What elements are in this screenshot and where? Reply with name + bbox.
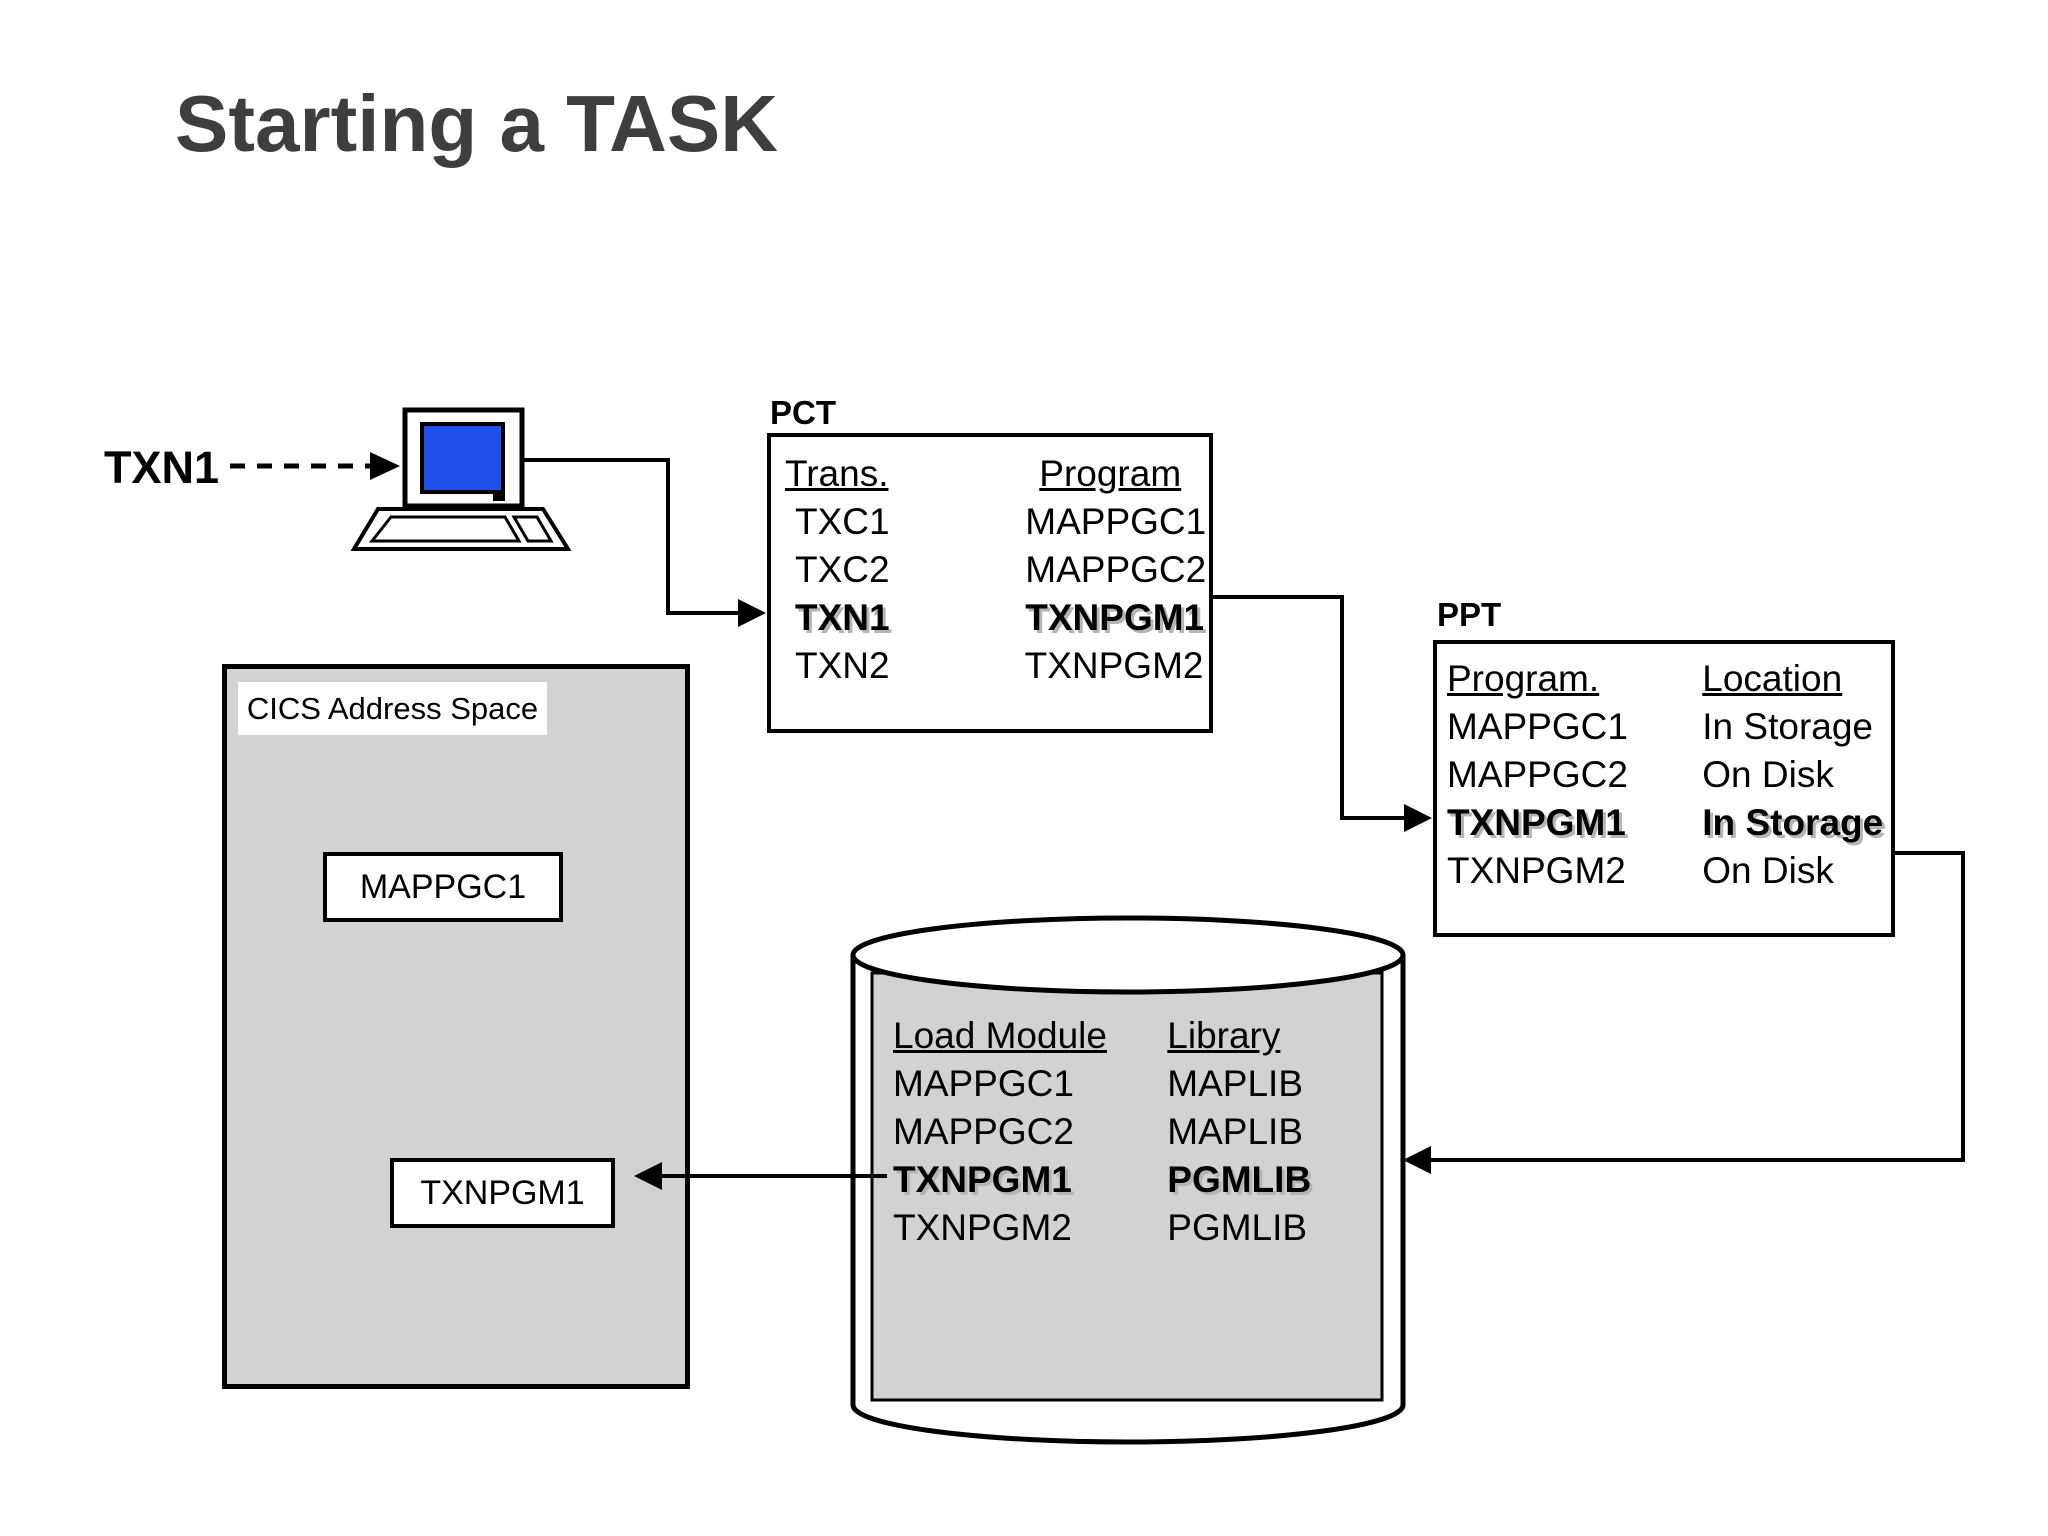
cell-load-module: MAPPGC1 xyxy=(893,1063,1074,1104)
cell-program: TXNPGM2 xyxy=(1447,850,1626,891)
ppt-label: PPT xyxy=(1437,596,1502,633)
cell-program: TXNPGM2 xyxy=(1024,645,1204,686)
cell-program: MAPPGC1 xyxy=(1447,706,1628,747)
cell-trans: TXC1 xyxy=(795,501,890,542)
cell-library: PGMLIB xyxy=(1167,1207,1308,1248)
cell-program: MAPPGC2 xyxy=(1025,549,1207,590)
cell-location: In Storage xyxy=(1702,706,1874,747)
ppt-table: Program. Location MAPPGC1 In Storage MAP… xyxy=(1447,655,1883,895)
cell-program: TXNPGM1 xyxy=(1447,802,1626,843)
arrow-pct-to-ppt xyxy=(1213,595,1432,832)
library-table: Load Module Library MAPPGC1 MAPLIB MAPPG… xyxy=(893,1012,1311,1252)
loaded-program-box-mappgc1: MAPPGC1 xyxy=(323,852,563,922)
cell-load-module: TXNPGM1 xyxy=(893,1159,1072,1200)
cell-library: MAPLIB xyxy=(1167,1111,1303,1152)
ppt-table-box xyxy=(1433,640,1895,937)
arrow-ppt-to-library xyxy=(1403,851,1965,1174)
cell-trans: TXN2 xyxy=(795,645,890,686)
ppt-col1-header: Program. xyxy=(1447,658,1600,699)
cics-address-space-box xyxy=(222,664,690,1389)
pct-col2-header: Program xyxy=(1039,453,1182,494)
arrow-txn1-to-terminal xyxy=(230,452,400,480)
arrow-terminal-to-pct xyxy=(522,458,766,627)
library-table-panel xyxy=(870,971,1384,1402)
table-row: TXNPGM2 On Disk xyxy=(1447,847,1883,895)
pct-col1-header: Trans. xyxy=(785,453,889,494)
table-row-highlighted: TXNPGM1 PGMLIB xyxy=(893,1156,1311,1204)
cell-load-module: TXNPGM2 xyxy=(893,1207,1072,1248)
disk-cylinder-icon xyxy=(850,915,1406,1445)
terminal-screen xyxy=(420,422,505,494)
cell-location: On Disk xyxy=(1702,754,1834,795)
loaded-program-name: MAPPGC1 xyxy=(359,867,527,906)
arrow-library-to-txnpgm1 xyxy=(634,1162,887,1190)
table-row: MAPPGC1 In Storage xyxy=(1447,703,1883,751)
loaded-program-name: TXNPGM1 xyxy=(420,1173,585,1212)
loaded-program-box-txnpgm1: TXNPGM1 xyxy=(390,1158,615,1228)
cell-trans: TXN1 xyxy=(795,597,890,638)
library-col1-header: Load Module xyxy=(893,1015,1107,1056)
pct-label: PCT xyxy=(770,394,836,431)
cics-label-text: CICS Address Space xyxy=(246,690,539,726)
table-row: MAPPGC1 MAPLIB xyxy=(893,1060,1311,1108)
cell-program: MAPPGC1 xyxy=(1025,501,1207,542)
table-row-highlighted: TXN1 TXNPGM1 xyxy=(785,594,1206,642)
slide-title: Starting a TASK xyxy=(175,79,779,168)
table-row: TXC2 MAPPGC2 xyxy=(785,546,1206,594)
cell-location: In Storage xyxy=(1702,802,1884,843)
table-row-highlighted: TXNPGM1 In Storage xyxy=(1447,799,1883,847)
cell-program: MAPPGC2 xyxy=(1447,754,1628,795)
table-row: TXN2 TXNPGM2 xyxy=(785,642,1206,690)
table-row: TXNPGM2 PGMLIB xyxy=(893,1204,1311,1252)
table-row: MAPPGC2 On Disk xyxy=(1447,751,1883,799)
pct-header-row: Trans. Program xyxy=(785,450,1206,498)
ppt-header-row: Program. Location xyxy=(1447,655,1883,703)
cell-program: TXNPGM1 xyxy=(1025,597,1205,638)
library-header-row: Load Module Library xyxy=(893,1012,1311,1060)
cell-load-module: MAPPGC2 xyxy=(893,1111,1074,1152)
library-col2-header: Library xyxy=(1167,1015,1281,1056)
table-row: TXC1 MAPPGC1 xyxy=(785,498,1206,546)
computer-terminal-icon xyxy=(350,407,572,551)
pct-table: Trans. Program TXC1 MAPPGC1 TXC2 MAPPGC2… xyxy=(785,450,1206,690)
cell-trans: TXC2 xyxy=(795,549,890,590)
ppt-col2-header: Location xyxy=(1702,658,1843,699)
cics-address-space-label: CICS Address Space xyxy=(238,682,547,735)
cell-location: On Disk xyxy=(1702,850,1834,891)
txn1-input-label: TXN1 xyxy=(104,442,220,493)
cell-library: PGMLIB xyxy=(1167,1159,1312,1200)
cell-library: MAPLIB xyxy=(1167,1063,1303,1104)
pct-table-box xyxy=(767,433,1213,733)
table-row: MAPPGC2 MAPLIB xyxy=(893,1108,1311,1156)
